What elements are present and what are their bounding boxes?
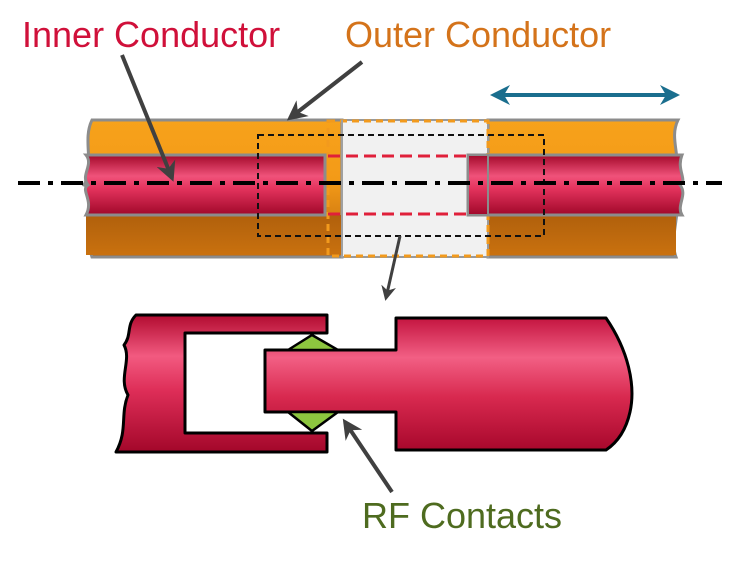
inner-conductor-arrow-icon [120,54,176,182]
detail-inner-conductor-socket [114,313,329,454]
outer-contact-outline [326,119,490,258]
outer-conductor-label: Outer Conductor [345,14,612,55]
rf-contact-top [283,333,343,352]
rf-contacts-label: RF Contacts [362,495,563,536]
outer-conductor-left-lower [86,215,342,255]
detail-arrow-icon [381,235,402,301]
detail-callout-box [257,134,545,237]
rf-contact-bottom [284,410,342,433]
inner-conductor-label: Inner Conductor [22,14,281,55]
dielectric-insert [341,119,489,258]
rf-contacts-arrow-icon [342,418,394,494]
detail-inner-conductor-pin [263,316,634,452]
inner-conductor-right [466,153,685,217]
outer-conductor-arrow-icon [286,60,364,121]
